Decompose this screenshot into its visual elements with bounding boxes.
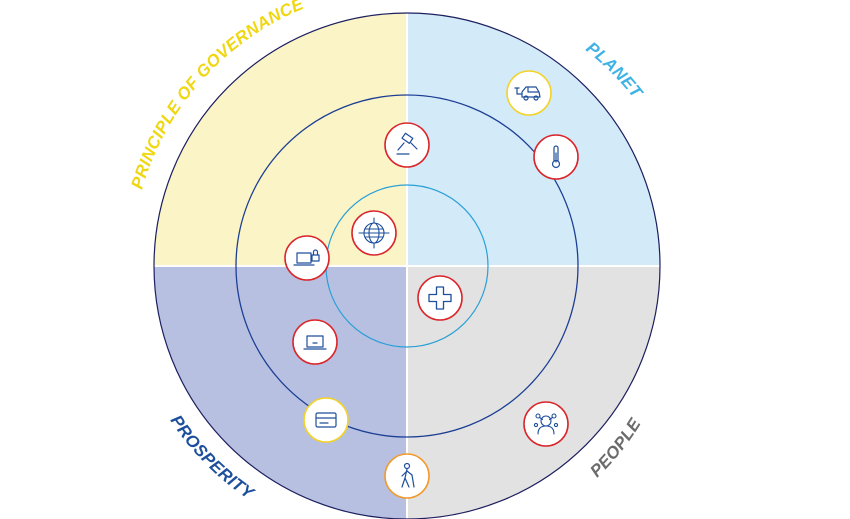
- middle-ring: [235, 94, 579, 438]
- globe-target-icon: [351, 210, 397, 256]
- virus-person-icon: [523, 401, 569, 447]
- quadrant-fills: [154, 13, 660, 519]
- medical-cross-icon: [417, 275, 463, 321]
- laptop-lock-icon: [284, 235, 330, 281]
- electric-car-icon: [506, 70, 552, 116]
- icon-badges: [284, 70, 579, 499]
- outer-ring: [153, 12, 661, 519]
- elderly-walker-icon: [384, 453, 430, 499]
- laptop-icon: [292, 319, 338, 365]
- thermometer-icon: [533, 134, 579, 180]
- gavel-icon: [384, 122, 430, 168]
- credit-card-icon: [303, 397, 349, 443]
